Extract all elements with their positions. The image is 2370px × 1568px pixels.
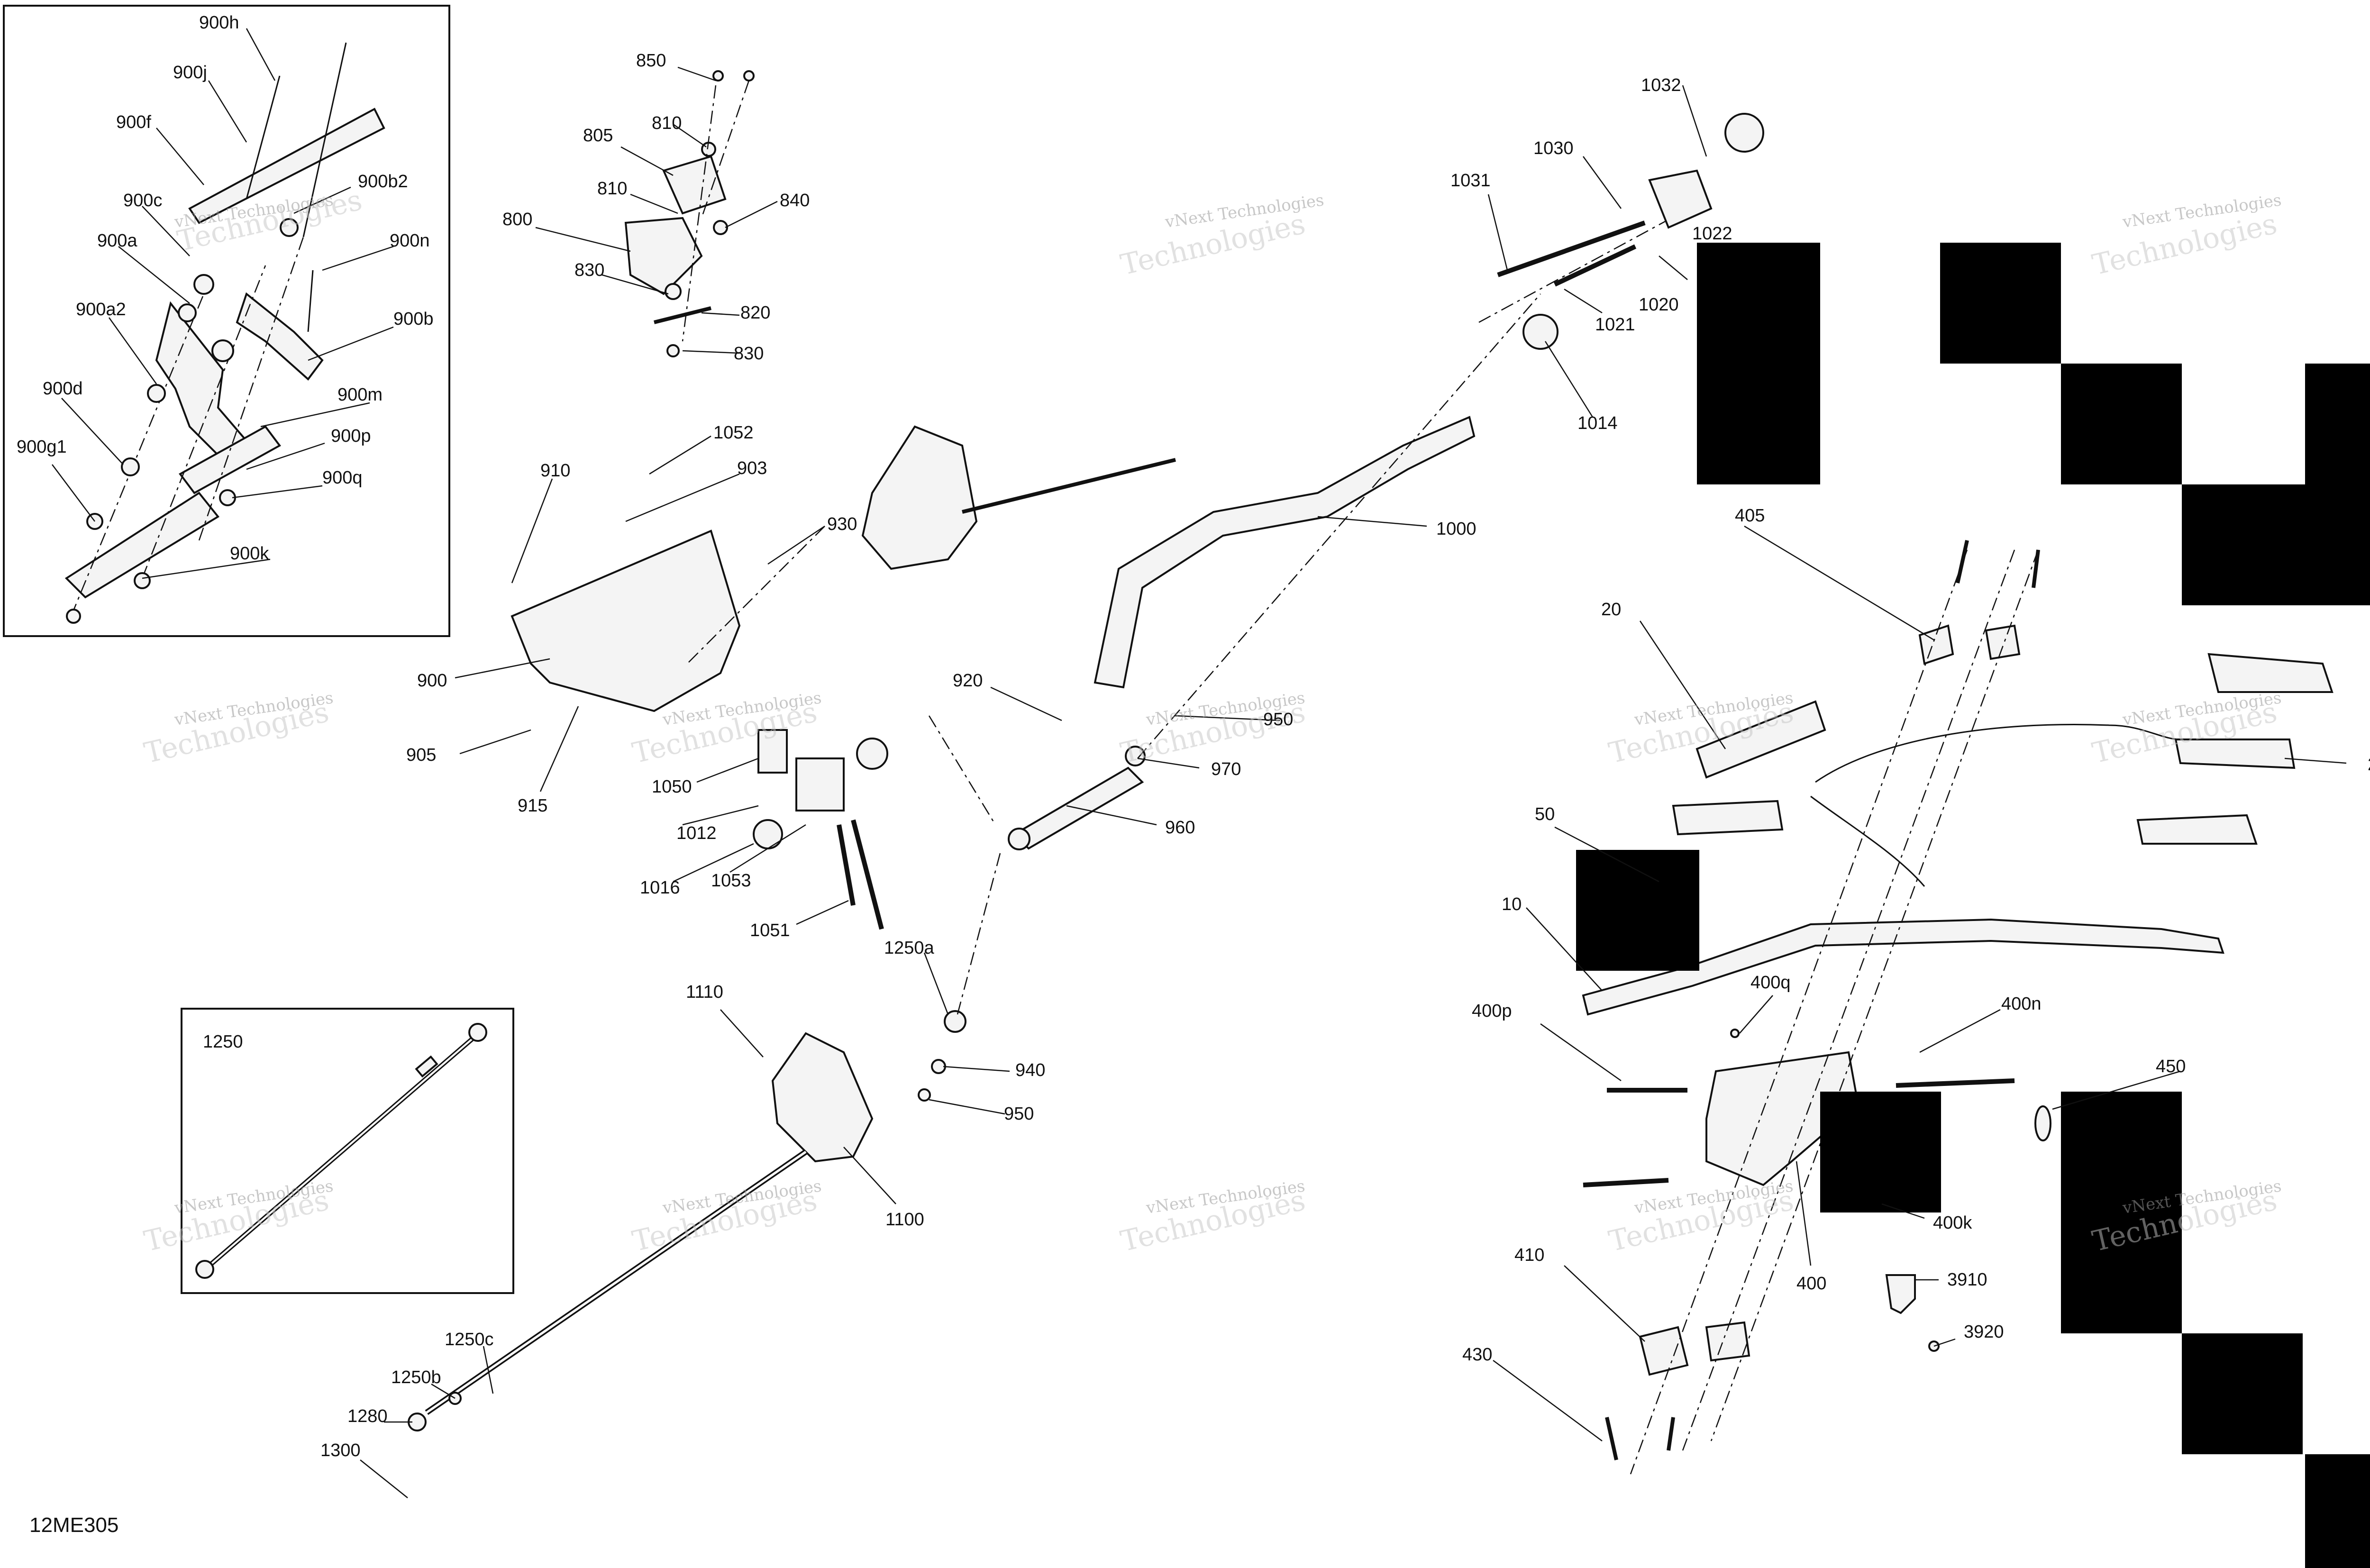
callout-label: 950	[1263, 710, 1293, 729]
callout-label: 900a2	[76, 300, 126, 319]
callout-label: 25	[2368, 755, 2370, 775]
callout-label: 810	[597, 179, 627, 199]
callout-label: 800	[502, 210, 532, 229]
callout-label: 900n	[390, 231, 430, 251]
callout-label: 900g1	[17, 437, 67, 457]
callout-label: 3910	[1947, 1270, 1987, 1290]
callout-label: 1021	[1595, 315, 1635, 335]
callout-label: 905	[406, 745, 436, 765]
callout-label: 950	[1004, 1104, 1034, 1124]
inset-1250-rod	[181, 1008, 514, 1294]
inset-900-assembly	[3, 5, 450, 637]
callout-label: 410	[1514, 1245, 1544, 1265]
callout-label: 1300	[320, 1440, 361, 1460]
callout-label: 430	[1462, 1345, 1492, 1365]
callout-label: 900b	[393, 309, 434, 329]
callout-label: 1050	[652, 777, 692, 797]
callout-label: 920	[953, 671, 983, 691]
callout-label: 1020	[1639, 295, 1679, 315]
callout-label: 405	[1735, 506, 1765, 526]
callout-label: 915	[518, 796, 547, 816]
callout-label: 1012	[676, 823, 717, 843]
callout-label: 1022	[1692, 224, 1732, 244]
callout-label: 830	[574, 260, 604, 280]
callout-label: 910	[540, 461, 570, 481]
callout-label: 400n	[2001, 994, 2042, 1014]
callout-label: 1016	[640, 878, 680, 898]
callout-label: 1031	[1450, 171, 1491, 191]
callout-label: 900j	[173, 63, 207, 82]
callout-label: 10	[1502, 894, 1522, 914]
callout-label: 900d	[43, 379, 83, 399]
callout-label: 1030	[1533, 138, 1574, 158]
diagram-code: 12ME305	[29, 1513, 118, 1537]
callout-label: 20	[1601, 600, 1621, 620]
callout-label: 1250b	[391, 1367, 441, 1387]
callout-label: 900c	[123, 191, 162, 210]
callout-label: 820	[740, 303, 770, 323]
callout-label: 1014	[1577, 413, 1618, 433]
callout-label: 900m	[337, 385, 383, 405]
watermark-text: Technologies	[174, 183, 365, 258]
callout-label: 1051	[750, 921, 790, 940]
redaction-blocks	[1576, 243, 2370, 1568]
callout-label: 960	[1165, 818, 1195, 838]
callout-label: 400	[1796, 1274, 1826, 1294]
callout-label: 830	[734, 344, 764, 364]
callout-label: 400p	[1472, 1001, 1512, 1021]
callout-labels: 900h 900j 900f 900c 900b2 900a 900n 900a…	[17, 13, 2370, 1537]
callout-label: 1053	[711, 871, 751, 891]
callout-label: 1100	[885, 1210, 924, 1230]
callout-label: 903	[737, 458, 767, 478]
callout-label: 900	[417, 671, 447, 691]
callout-label: 805	[583, 126, 613, 146]
callout-label: 1032	[1641, 75, 1681, 95]
callout-label: 900h	[199, 13, 239, 33]
callout-label: 1280	[347, 1406, 388, 1426]
callout-label: 450	[2156, 1057, 2186, 1076]
callout-label: 900a	[97, 231, 137, 251]
steering-column-parts	[408, 70, 1764, 1431]
callout-label: 930	[827, 514, 857, 534]
callout-label: 900p	[331, 426, 371, 446]
callout-label: 400k	[1933, 1213, 1972, 1233]
callout-label: 900q	[322, 468, 363, 488]
callout-label: 400q	[1750, 973, 1791, 993]
handlebar-assembly	[1582, 540, 2334, 1475]
callout-label: 900f	[116, 112, 151, 132]
callout-label: 810	[652, 113, 682, 133]
callout-label: 900b2	[358, 172, 408, 191]
callout-label: 1000	[1436, 519, 1477, 539]
callout-label: 3920	[1964, 1322, 2004, 1342]
callout-label: 970	[1211, 759, 1241, 779]
callout-label: 1110	[686, 982, 723, 1002]
leader-lines	[52, 28, 2347, 1498]
callout-label: 1250a	[884, 938, 935, 958]
inset-box-label: 1250	[203, 1032, 243, 1052]
callout-label: 840	[780, 191, 810, 210]
callout-label: 1052	[713, 423, 754, 443]
callout-label: 1250c	[445, 1330, 494, 1349]
callout-label: 940	[1015, 1060, 1045, 1080]
callout-label: 850	[636, 51, 666, 71]
callout-label: 900k	[230, 544, 269, 564]
callout-label: 50	[1535, 804, 1555, 824]
